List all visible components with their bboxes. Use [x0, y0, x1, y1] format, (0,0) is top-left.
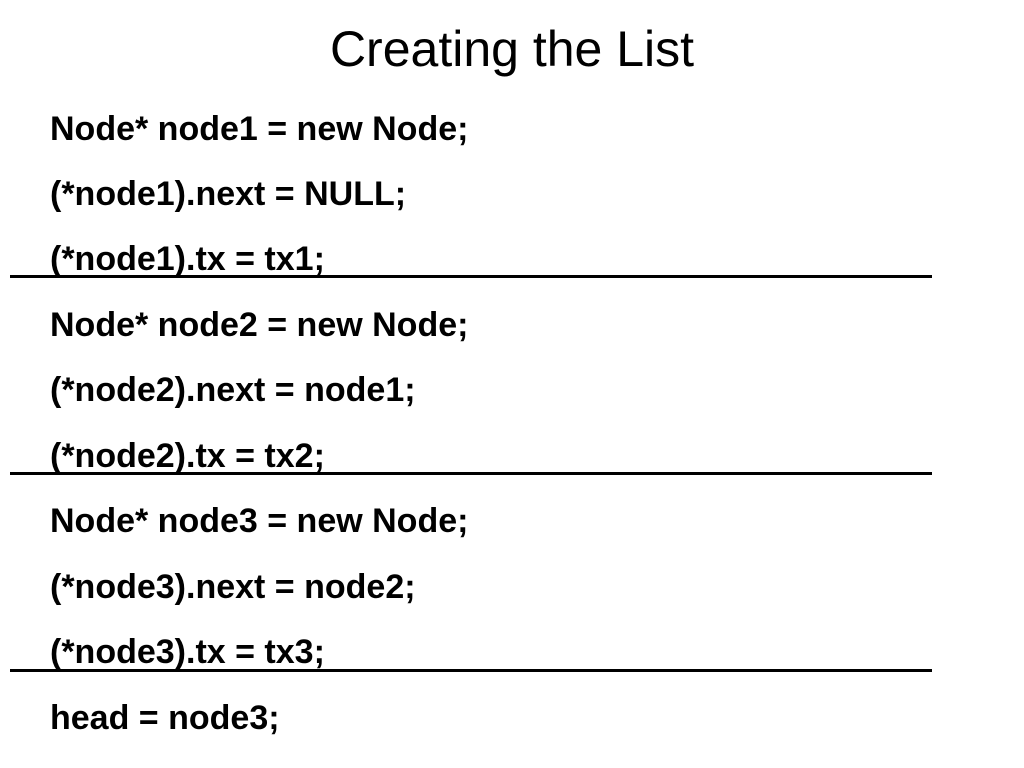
divider-1	[10, 275, 932, 278]
code-line-node1-new: Node* node1 = new Node;	[50, 110, 469, 148]
code-line-head-assign: head = node3;	[50, 699, 280, 737]
code-line-node3-new: Node* node3 = new Node;	[50, 502, 469, 540]
code-line-node1-tx: (*node1).tx = tx1;	[50, 240, 325, 278]
divider-3	[10, 669, 932, 672]
divider-2	[10, 472, 932, 475]
code-line-node3-next: (*node3).next = node2;	[50, 568, 416, 606]
code-line-node3-tx: (*node3).tx = tx3;	[50, 633, 325, 671]
slide-title: Creating the List	[329, 21, 695, 77]
code-line-node2-new: Node* node2 = new Node;	[50, 306, 469, 344]
code-line-node2-tx: (*node2).tx = tx2;	[50, 437, 325, 475]
code-line-node1-next: (*node1).next = NULL;	[50, 175, 407, 213]
code-line-node2-next: (*node2).next = node1;	[50, 371, 416, 409]
